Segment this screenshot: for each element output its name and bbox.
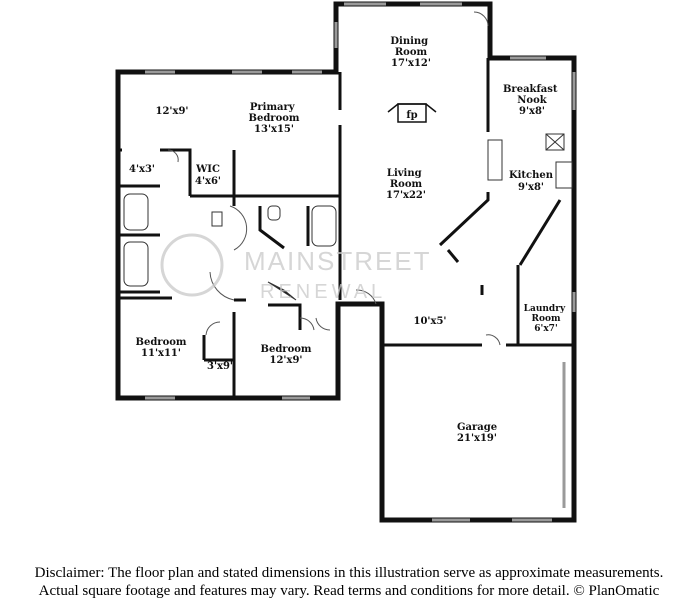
closet-small-dim: 4'x3': [129, 164, 155, 175]
closet-bed-dim: 3'x9': [207, 361, 233, 372]
dining-name-1: Dining: [390, 36, 428, 47]
nook-name-1: Breakfast: [503, 84, 558, 95]
dining-name-2: Room: [395, 47, 428, 58]
kitchen-dim: 9'x8': [518, 182, 544, 193]
interior-walls: [118, 58, 574, 398]
kitchen-name: Kitchen: [509, 170, 554, 181]
bedroom2-dim: 12'x9': [270, 355, 303, 366]
svg-text:Laundry Room: Laundry Room: [524, 304, 569, 324]
garage-dim: 21'x19': [457, 433, 497, 444]
windows: [145, 2, 576, 522]
laundry-dim: 6'x7': [534, 324, 557, 334]
living-dim: 17'x22': [386, 190, 426, 201]
hall-dim: 10'x5': [414, 316, 447, 327]
garage-name: Garage: [457, 422, 497, 433]
wic-name: WIC: [195, 164, 220, 175]
bedroom2-name: Bedroom: [261, 344, 312, 355]
primary-alcove-dim: 12'x9': [156, 106, 189, 117]
floor-plan: fp MAINSTREET RENEWAL Dining Room 17'x12…: [115, 1, 577, 523]
room-labels: Dining Room 17'x12' 12'x9' Primary Bedro…: [129, 36, 569, 444]
nook-name-2: Nook: [517, 95, 547, 106]
primary-name-1: Primary: [250, 102, 296, 113]
nook-dim: 9'x8': [519, 106, 545, 117]
fireplace: fp: [387, 103, 437, 123]
disclaimer: Disclaimer: The floor plan and stated di…: [0, 564, 698, 600]
disclaimer-line-1: Disclaimer: The floor plan and stated di…: [34, 565, 664, 581]
living-name-2: Room: [390, 179, 423, 190]
laundry-name-2: Room: [531, 314, 560, 324]
svg-text:Living Room: Living Room: [387, 168, 425, 190]
living-name-1: Living: [387, 168, 422, 179]
svg-text:Dining Room: Dining Room: [390, 36, 431, 58]
dining-dim: 17'x12': [391, 58, 431, 69]
watermark-line1: MAINSTREET: [244, 246, 432, 276]
bedroom1-dim: 11'x11': [141, 348, 181, 359]
laundry-name-1: Laundry: [524, 304, 566, 314]
watermark: MAINSTREET RENEWAL: [160, 233, 432, 303]
disclaimer-line-2: Actual square footage and features may v…: [38, 583, 660, 599]
fixtures: [123, 133, 573, 301]
svg-text:Breakfast Nook: Breakfast Nook: [503, 84, 561, 106]
door-swings: [167, 11, 501, 346]
svg-text:Primary Bedroom: Primary Bedroom: [249, 102, 300, 124]
primary-name-2: Bedroom: [249, 113, 300, 124]
primary-dim: 13'x15': [254, 124, 294, 135]
bedroom1-name: Bedroom: [136, 337, 187, 348]
fireplace-label: fp: [406, 110, 417, 121]
wic-dim: 4'x6': [195, 176, 221, 187]
watermark-line2: RENEWAL: [260, 281, 386, 303]
